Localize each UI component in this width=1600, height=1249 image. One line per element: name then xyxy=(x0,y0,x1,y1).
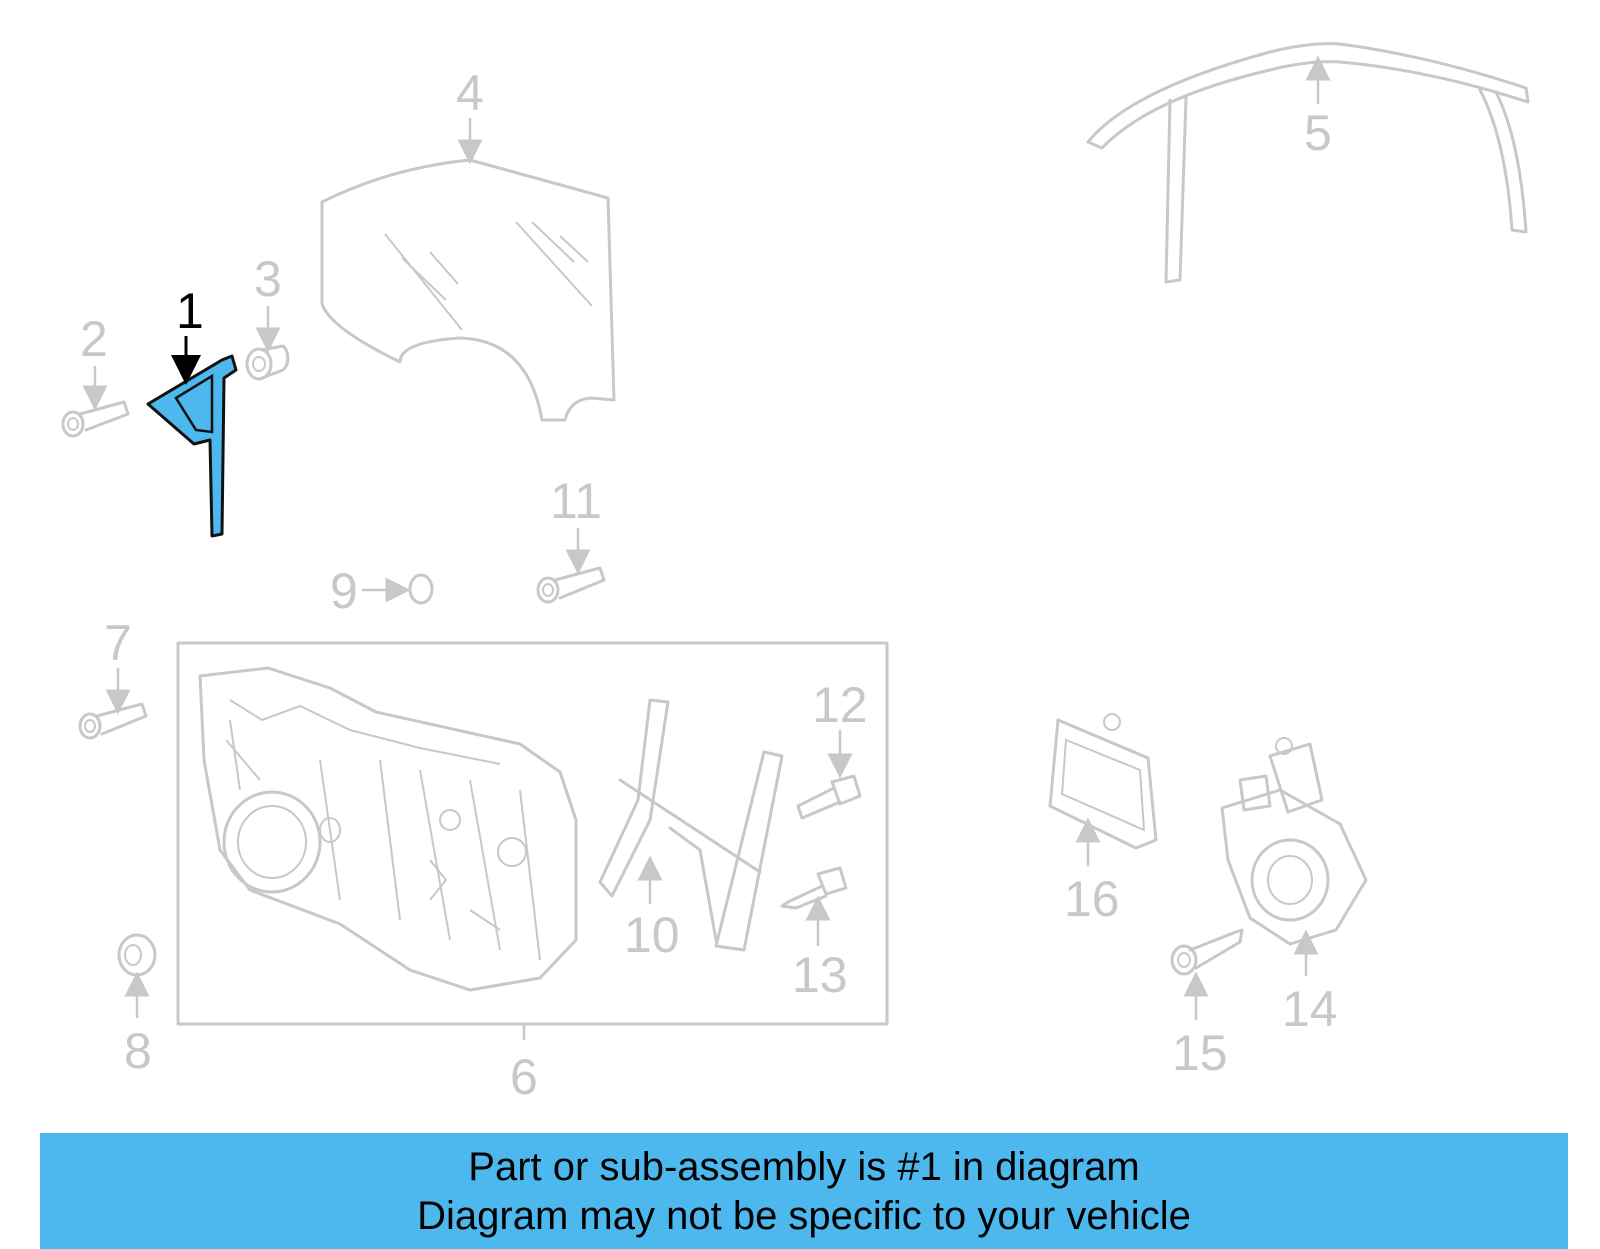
part-15-screw xyxy=(1170,928,1244,976)
part-16-module xyxy=(1048,713,1158,850)
part-10-regulator xyxy=(598,698,784,952)
part-8-grommet xyxy=(117,933,157,977)
part-12-bolt xyxy=(796,774,862,820)
callout-9: 9 xyxy=(330,563,358,619)
callout-1: 1 xyxy=(176,283,204,339)
part-6-assembly-box xyxy=(176,641,889,1026)
callout-3: 3 xyxy=(254,251,282,307)
banner-line-1: Part or sub-assembly is #1 in diagram xyxy=(468,1145,1140,1189)
part-5-weatherstrip xyxy=(1086,42,1530,284)
callout-15: 15 xyxy=(1172,1025,1228,1081)
callout-13: 13 xyxy=(792,947,848,1003)
banner-line-2: Diagram may not be specific to your vehi… xyxy=(417,1194,1191,1238)
callout-14: 14 xyxy=(1282,981,1338,1037)
part-2-bolt xyxy=(61,400,130,438)
part-7-bolt xyxy=(78,702,148,740)
callout-10: 10 xyxy=(624,907,680,963)
part-1-bracket[interactable] xyxy=(146,354,238,538)
part-11-bolt xyxy=(536,566,606,604)
callout-6: 6 xyxy=(510,1049,538,1105)
callout-4: 4 xyxy=(456,65,484,121)
part-13-screw xyxy=(780,866,848,910)
info-banner: Part or sub-assembly is #1 in diagram Di… xyxy=(40,1133,1568,1249)
callout-5: 5 xyxy=(1304,105,1332,161)
part-3-bushing xyxy=(245,344,290,381)
part-6-door-panel xyxy=(198,666,578,992)
callout-16: 16 xyxy=(1064,871,1120,927)
part-4-glass xyxy=(320,158,616,422)
callout-8: 8 xyxy=(124,1023,152,1079)
callout-7: 7 xyxy=(104,615,132,671)
part-9-clip xyxy=(408,573,434,605)
callout-2: 2 xyxy=(80,311,108,367)
callout-12: 12 xyxy=(812,677,868,733)
callout-11: 11 xyxy=(550,473,602,529)
part-14-motor xyxy=(1220,737,1368,946)
